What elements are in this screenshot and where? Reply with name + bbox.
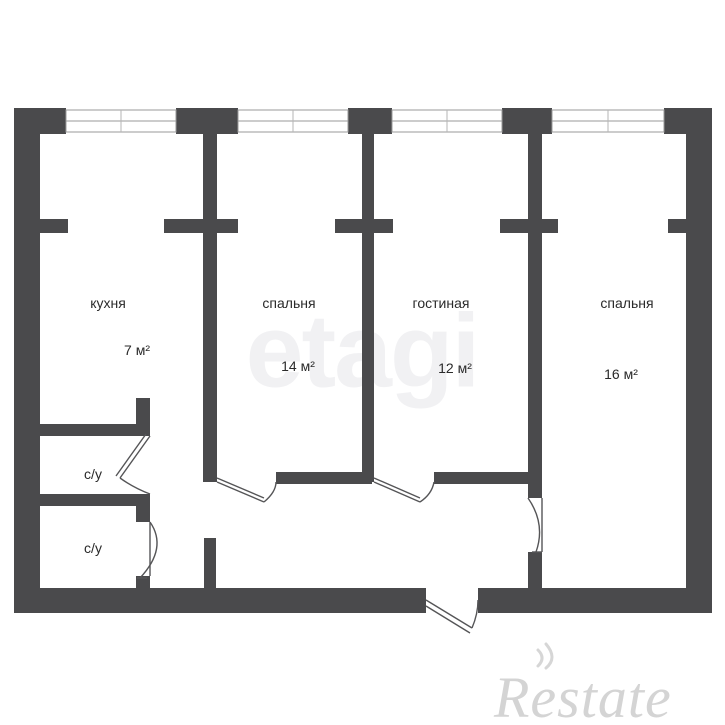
room-name-bedroom-1: спальня: [262, 295, 316, 311]
wall-top-seg-3: [348, 108, 392, 134]
wall-bath-right-2: [136, 494, 150, 522]
room-name-bedroom-2: спальня: [600, 295, 654, 311]
door-bathroom-2: [137, 521, 158, 579]
window-bedroom-1: [237, 109, 349, 133]
door-bedroom-1: [216, 477, 277, 503]
wall-corridor-stub: [204, 538, 216, 588]
room-area-bedroom-2: 16 м²: [604, 366, 638, 382]
bathroom-label-1: с/у: [84, 466, 102, 482]
wall-living-bedroom: [528, 134, 542, 498]
outer-walls: [14, 108, 712, 613]
door-bedroom-2: [527, 497, 543, 553]
wall-bath-right-3: [136, 576, 150, 588]
door-bathroom-1: [115, 433, 151, 495]
wall-corridor-1: [276, 472, 372, 484]
restate-watermark: Restate: [494, 665, 672, 725]
wall-top-seg-4: [502, 108, 552, 134]
wifi-signal-icon: [536, 642, 554, 670]
wall-corridor-2: [434, 472, 542, 484]
stub-left: [40, 219, 68, 233]
windows: [65, 109, 665, 133]
interior-walls: [40, 134, 686, 588]
wall-bottom-right: [478, 588, 712, 613]
room-area-living-room: 12 м²: [438, 360, 472, 376]
door-living-room: [373, 477, 435, 503]
wall-kitchen-bedroom: [203, 134, 217, 482]
bathroom-label-2: с/у: [84, 540, 102, 556]
wall-corridor-right: [528, 552, 542, 588]
wall-left: [14, 108, 40, 613]
window-bedroom-2: [551, 109, 665, 133]
stub-right: [668, 219, 686, 233]
wall-right: [686, 108, 712, 613]
stub-kitchen-right: [164, 219, 238, 233]
room-area-kitchen: 7 м²: [124, 342, 150, 358]
wall-top-seg-2: [176, 108, 238, 134]
room-area-bedroom-1: 14 м²: [281, 358, 315, 374]
doors: [115, 433, 543, 634]
door-entrance: [425, 599, 479, 634]
wall-bottom-left: [14, 588, 426, 613]
room-name-living-room: гостиная: [412, 295, 470, 311]
wall-bath-right-1: [136, 398, 150, 436]
wall-bedroom-living: [362, 134, 374, 482]
window-living-room: [391, 109, 503, 133]
window-kitchen: [65, 109, 177, 133]
room-name-kitchen: кухня: [90, 295, 126, 311]
wall-bath-top: [40, 424, 144, 436]
wall-bath-divider: [40, 494, 150, 506]
